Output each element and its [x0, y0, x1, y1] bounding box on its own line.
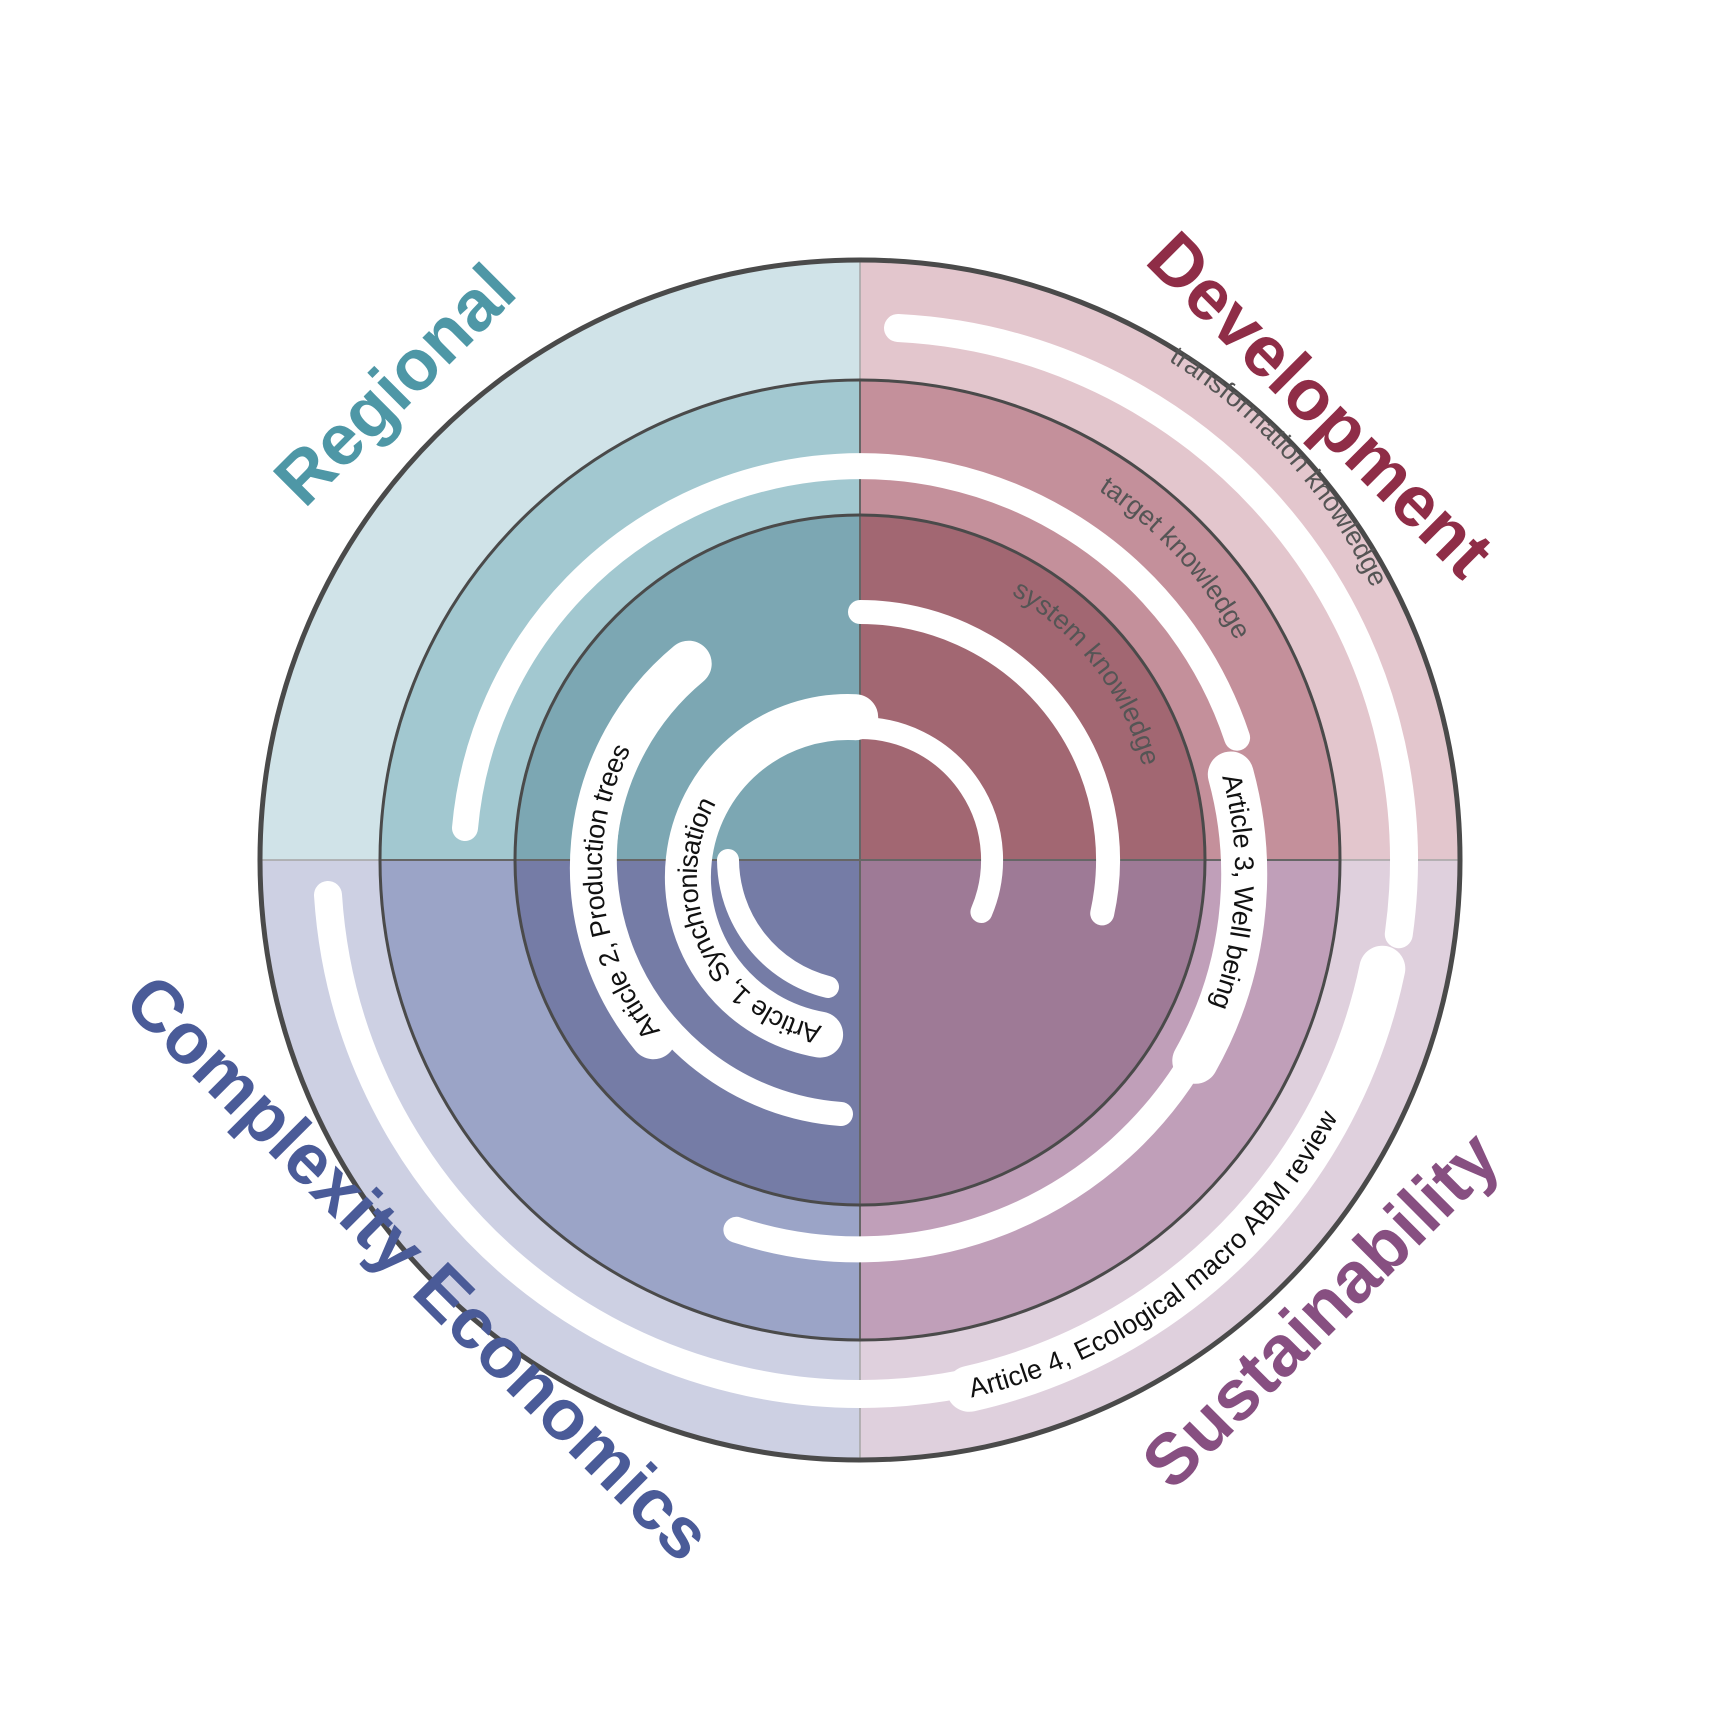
ring-border-outer [257, 257, 1463, 1463]
spiral-arc-article1 [849, 717, 1004, 923]
spiral-arc-article2 [848, 600, 1121, 926]
spiral-arc-article3 [452, 453, 1251, 841]
spiral-arc-article3-bottom [723, 1031, 1215, 1263]
ring-border-middle [378, 378, 1342, 1342]
article2-label-pill [569, 640, 712, 1060]
spiral-arc-article4-left [314, 881, 978, 1408]
spiral-arc-article1-tail [717, 849, 839, 998]
article3-label-pill [1172, 751, 1268, 1084]
article4-label-pill [946, 945, 1406, 1412]
spiral-arc-article4 [884, 314, 1418, 949]
article1-label-pill [664, 694, 879, 1058]
ring-border-inner [513, 513, 1207, 1207]
quadrant-sustainability-inner [860, 860, 1205, 1205]
